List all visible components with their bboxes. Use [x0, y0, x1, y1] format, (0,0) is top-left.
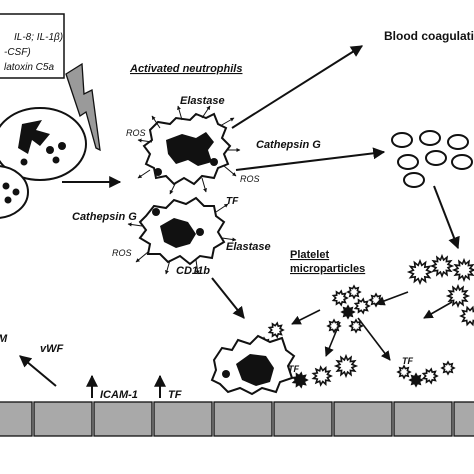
endothelial-cell: [273, 401, 333, 437]
endothelial-cell: [93, 401, 153, 437]
ros-top-label: ROS: [126, 128, 146, 138]
ros-right-label: ROS: [240, 174, 260, 184]
ros-lower-label: ROS: [112, 248, 132, 258]
platelet-icon: [346, 284, 362, 300]
tf-endothelium-label: TF: [168, 389, 182, 401]
endothelial-cell: [453, 401, 474, 437]
endothelial-cell: [33, 401, 93, 437]
platelet-icon: [429, 253, 455, 279]
endothelium-layer: [0, 401, 474, 437]
platelet-icon: [396, 364, 412, 380]
platelet-icon: [440, 360, 456, 376]
platelet-icon: [348, 318, 364, 334]
platelet-icon: [333, 353, 359, 379]
platelet-icon: [267, 321, 285, 339]
cd11b-label: CD11b: [176, 265, 210, 277]
platelet-icon: [353, 297, 371, 315]
cathepsin-g-right-label: Cathepsin G: [256, 139, 321, 151]
platelet-icon: [421, 367, 439, 385]
platelet-icon: [311, 365, 333, 387]
platelet-icon: [406, 258, 434, 286]
platelet-icon: [368, 292, 384, 308]
activated-neutrophils-label: Activated neutrophils: [129, 63, 242, 75]
endothelial-cell: [213, 401, 273, 437]
coagulation-factors: [391, 130, 473, 188]
platelet-label: Platelet: [290, 249, 329, 261]
resting-cell-lower: [0, 165, 29, 219]
activated-neutrophil-lower: [127, 196, 237, 275]
endothelial-cell: [153, 401, 213, 437]
legend-line-2: -CSF): [4, 47, 31, 58]
tf-adherent-label: TF: [288, 364, 299, 374]
adherent-neutrophil: [210, 334, 296, 396]
cathepsin-g-left-label: Cathepsin G: [72, 211, 137, 223]
elastase-lower-label: Elastase: [226, 241, 271, 253]
platelet-icon: [408, 372, 424, 388]
platelet-icon: [340, 304, 356, 320]
m-fragment-label: M: [0, 333, 8, 345]
platelet-icon: [451, 257, 474, 283]
endothelial-cell: [393, 401, 453, 437]
microparticles-label: microparticles: [290, 263, 365, 275]
tf-platelets-label: TF: [402, 356, 413, 366]
activated-neutrophil-upper: [137, 105, 241, 195]
lightning-bolt-icon: [65, 62, 101, 152]
vwf-label: vWF: [40, 343, 64, 355]
legend-line-3: latoxin C5a: [4, 62, 54, 73]
legend-box: IL-8; IL-1β) -CSF) latoxin C5a: [0, 13, 65, 79]
platelet-icon: [331, 289, 349, 307]
platelet-icon: [445, 283, 471, 309]
legend-line-1: IL-8; IL-1β): [14, 32, 63, 43]
resting-cell-upper: [0, 107, 87, 181]
endothelial-cell: [333, 401, 393, 437]
blood-coagulation-label: Blood coagulatio: [384, 29, 474, 43]
elastase-top-label: Elastase: [180, 95, 225, 107]
platelet-icon: [291, 371, 309, 389]
activated-platelets: [256, 253, 474, 389]
endothelial-cell: [0, 401, 33, 437]
tf-neutrophil-label: TF: [226, 196, 239, 207]
platelet-icon: [459, 305, 474, 327]
icam1-label: ICAM-1: [100, 389, 138, 401]
